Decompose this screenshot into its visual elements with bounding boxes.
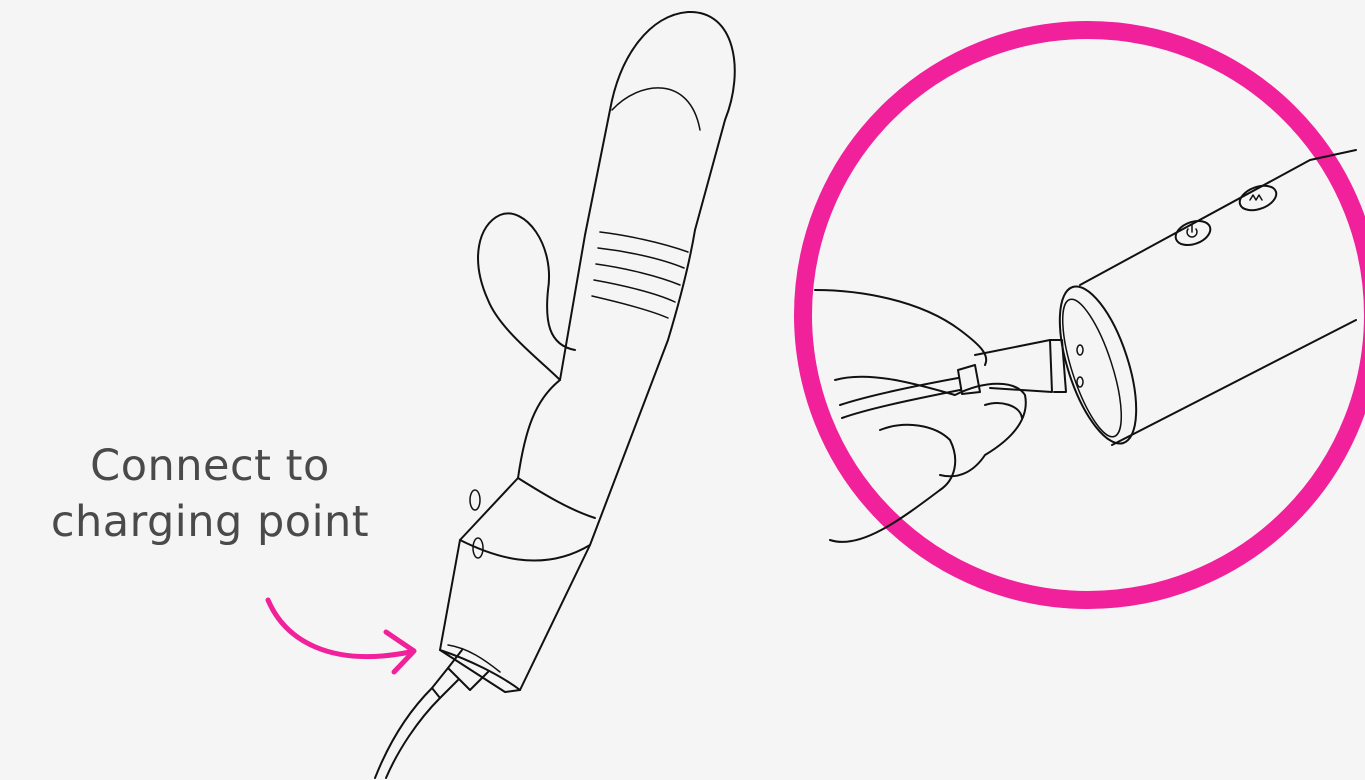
curved-arrow-icon [268, 600, 414, 672]
charging-closeup-illustration [803, 30, 1365, 600]
device-illustration [375, 12, 735, 778]
